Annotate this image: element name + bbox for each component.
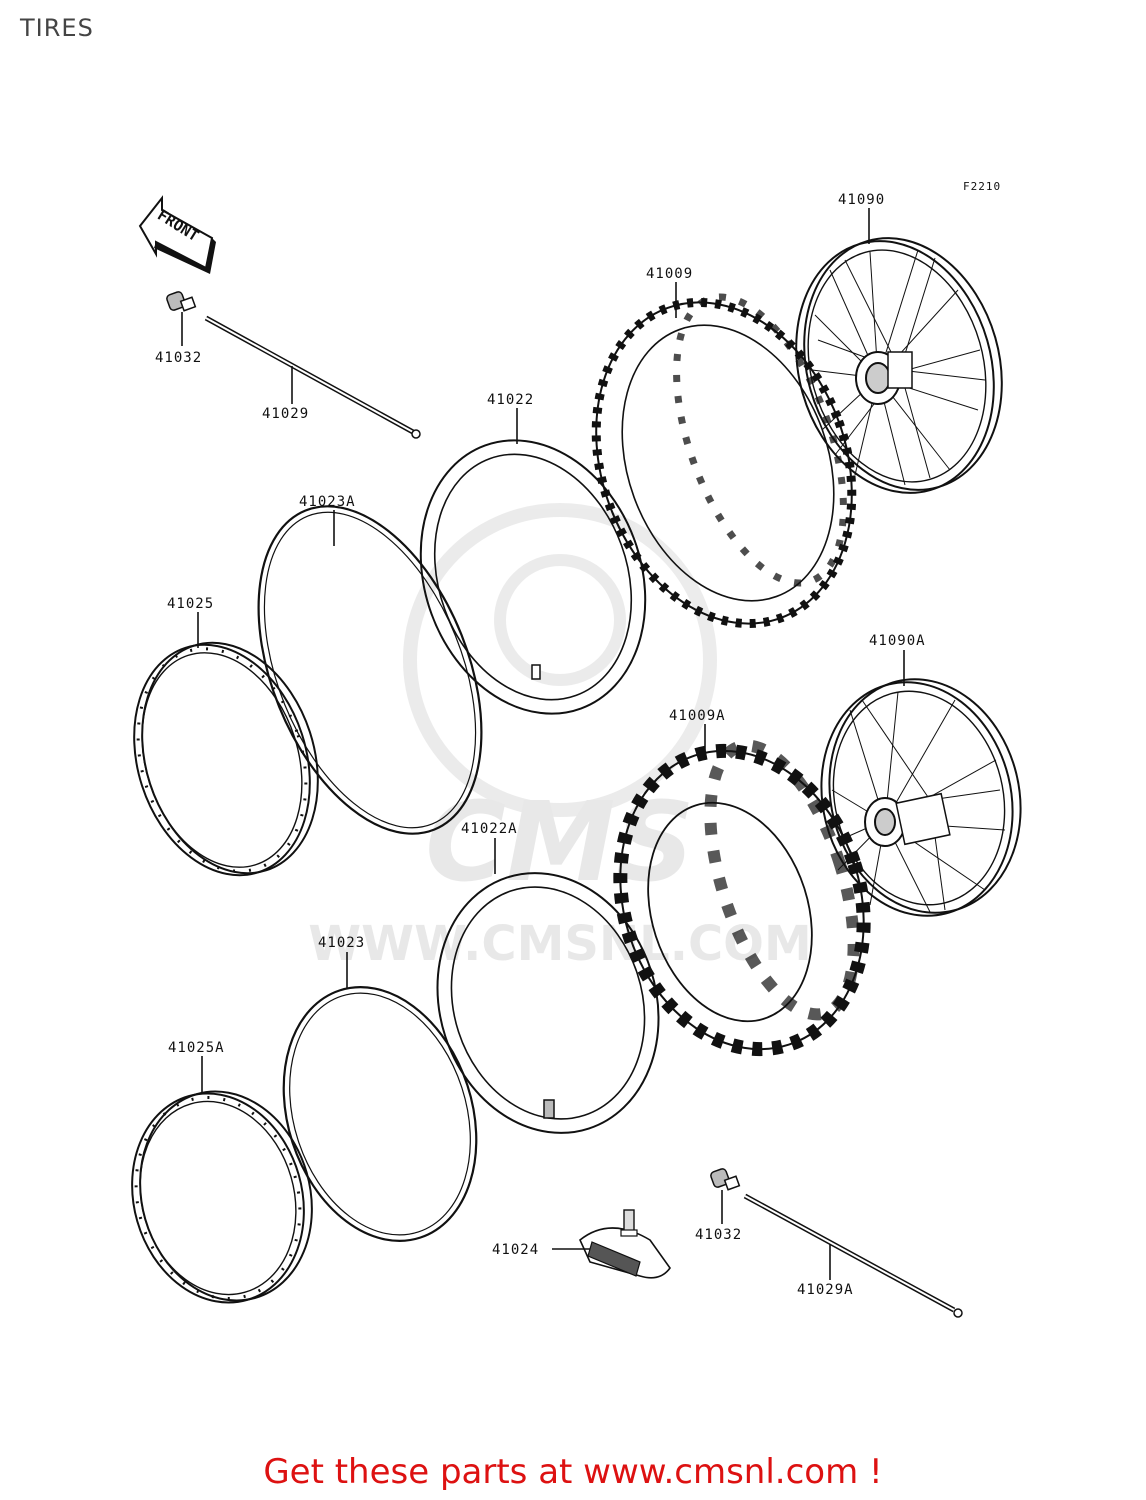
- tire-41009: [591, 293, 857, 629]
- inner-tube-41022A: [436, 872, 660, 1134]
- callout-41023: 41023: [318, 935, 365, 951]
- cta-link[interactable]: Get these parts at www.cmsnl.com !: [263, 1452, 883, 1492]
- valve-core-top: [166, 291, 197, 312]
- callout-41009A: 41009A: [669, 708, 726, 724]
- callout-41032-top: 41032: [155, 350, 202, 366]
- figure-code: F2210: [963, 180, 1001, 193]
- wheel-41090: [795, 237, 1003, 494]
- tire-41009A: [613, 739, 871, 1057]
- watermark-url: WWW.CMSNL.COM: [308, 916, 812, 972]
- callout-41029A: 41029A: [797, 1282, 854, 1298]
- callout-41032-bottom: 41032: [695, 1227, 742, 1243]
- callout-41024: 41024: [492, 1242, 539, 1258]
- rim-band-41023A: [257, 505, 483, 835]
- callout-41025A: 41025A: [168, 1040, 225, 1056]
- valve-core-bottom: [710, 1168, 741, 1191]
- callout-41022A: 41022A: [461, 821, 518, 837]
- callout-41090: 41090: [838, 192, 885, 208]
- inner-tube-41022: [419, 439, 647, 715]
- front-arrow: FRONT: [138, 195, 216, 274]
- callout-41009: 41009: [646, 266, 693, 282]
- rim-lock-41024: [579, 1209, 671, 1279]
- callout-41029: 41029: [262, 406, 309, 422]
- callout-41090A: 41090A: [869, 633, 926, 649]
- callout-41025: 41025: [167, 596, 214, 612]
- rim-band-41023: [282, 986, 478, 1242]
- rim-41025A: [131, 1090, 313, 1304]
- spoke-41029A: [743, 1193, 963, 1318]
- spoke-41029: [204, 315, 421, 439]
- watermark: CMS WWW.CMSNL.COM: [308, 503, 812, 972]
- wheel-41090A: [820, 678, 1022, 917]
- callout-41022: 41022: [487, 392, 534, 408]
- rim-41025: [133, 641, 319, 877]
- callout-41023A: 41023A: [299, 494, 356, 510]
- page-title: TIRES: [20, 14, 94, 42]
- watermark-brand: CMS: [425, 778, 694, 906]
